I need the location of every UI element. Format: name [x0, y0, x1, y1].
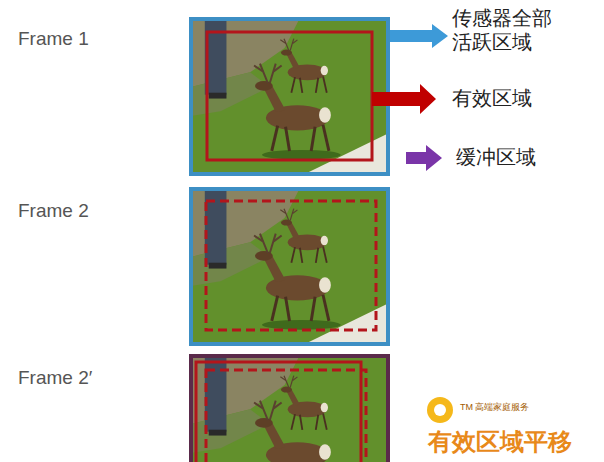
- frame-label: Frame 2′: [18, 367, 92, 390]
- frame-2-prime-photo: [191, 356, 388, 462]
- frame-label: Frame 1: [18, 28, 89, 51]
- region-label: 缓冲区域: [456, 145, 536, 169]
- watermark-text: TM 高端家庭服务: [460, 402, 530, 413]
- region-label: 有效区域: [452, 86, 532, 110]
- frame-2-photo: [191, 189, 388, 344]
- frame-label: Frame 2: [18, 200, 89, 223]
- purple-arrow: [406, 145, 442, 171]
- region-label: 传感器全部 活跃区域: [452, 6, 556, 54]
- red-arrow: [372, 84, 436, 114]
- watermark-logo: [427, 397, 453, 423]
- frame-1-photo: [191, 19, 388, 174]
- blue-arrow: [390, 24, 448, 48]
- watermark-title: 有效区域平移: [428, 428, 572, 457]
